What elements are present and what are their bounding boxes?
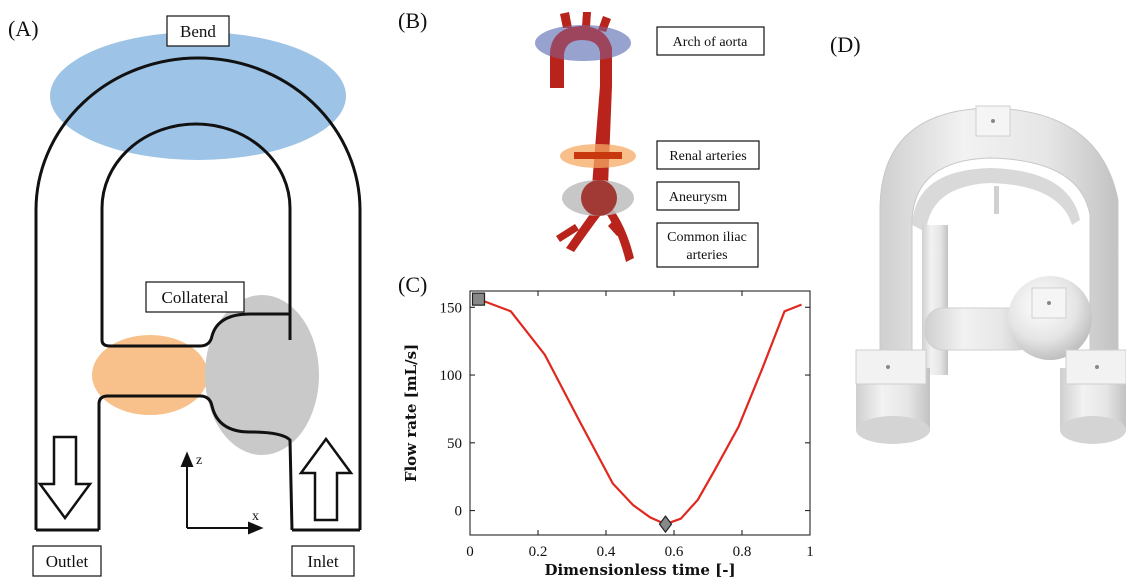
- renal-label-box: [656, 140, 760, 170]
- y-axis-title: Flow rate [mL/s]: [402, 344, 420, 482]
- aneurysm-sac: [581, 180, 617, 216]
- x-tick-labels: 0 0.2 0.4 0.6 0.8 1: [466, 544, 814, 560]
- x-tick-label: 0.6: [665, 544, 684, 560]
- arch-label-box: [656, 26, 765, 56]
- model-left-block-hole-icon: [886, 365, 890, 369]
- chart-markers: [471, 292, 673, 534]
- inlet-label-box: [291, 545, 355, 577]
- aorta-illustration: [535, 12, 636, 262]
- collateral-label-box: [145, 281, 245, 313]
- panel-label-c: (C): [398, 272, 427, 297]
- flow-rate-chart: 0 50 100 150 0 0.2 0.4 0.6 0.8 1 Dimensionless t…: [402, 290, 814, 579]
- y-tick-label: 50: [447, 436, 462, 452]
- iliac-label-line2: arteries: [686, 248, 727, 263]
- brachiocephalic-branch: [560, 12, 572, 28]
- x-tick-marks: [469, 291, 811, 535]
- plot-frame: [469, 290, 811, 536]
- panel-label-a: (A): [8, 16, 39, 41]
- bend-region: [50, 32, 346, 160]
- inlet-label: Inlet: [307, 552, 338, 571]
- x-tick-label: 0: [466, 544, 474, 560]
- max-flow-marker: [471, 292, 486, 306]
- model-strut: [994, 186, 999, 214]
- renal-arteries: [574, 152, 622, 159]
- model-top-block-hole-icon: [991, 119, 995, 123]
- phantom-outline: [34, 56, 362, 532]
- x-tick-label: 1: [806, 544, 814, 560]
- inflow-arrow-icon: [298, 436, 354, 522]
- outflow-arrow-icon: [37, 435, 93, 521]
- bend-label-box: [166, 15, 230, 47]
- right-internal-iliac: [608, 222, 622, 236]
- arch-region-overlay: [535, 25, 631, 61]
- flow-rate-series-line: [478, 298, 802, 526]
- iliac-label-line1: Common iliac: [667, 230, 747, 245]
- iliac-label-box: [656, 222, 759, 268]
- axis-z-label: z: [196, 453, 202, 468]
- inner-arch: [100, 122, 292, 340]
- right-iliac-artery: [605, 208, 634, 262]
- bend-label: Bend: [180, 22, 216, 41]
- y-tick-label: 100: [440, 368, 463, 384]
- x-axis-title: Dimensionless time [-]: [544, 561, 735, 579]
- y-tick-labels: 0 50 100 150: [440, 300, 463, 519]
- outlet-label-box: [32, 545, 102, 577]
- collateral-label: Collateral: [161, 288, 228, 307]
- y-tick-label: 150: [440, 300, 463, 316]
- carotid-branch: [582, 12, 591, 27]
- model-right-block-hole-icon: [1095, 365, 1099, 369]
- panel-label-b: (B): [398, 8, 427, 33]
- subclavian-branch: [598, 16, 611, 32]
- y-tick-label: 0: [455, 504, 463, 520]
- model-arch-inner: [912, 168, 1080, 232]
- collateral-upper-wall: [100, 312, 290, 348]
- aneurysm-label-box: [656, 181, 740, 211]
- model-left-block: [855, 349, 927, 385]
- aortic-arch: [550, 26, 612, 88]
- left-internal-iliac: [556, 224, 579, 242]
- descending-aorta: [592, 86, 612, 186]
- min-flow-marker: [658, 515, 673, 534]
- aneurysm-label: Aneurysm: [669, 190, 727, 205]
- renal-label: Renal arteries: [669, 149, 746, 164]
- outlet-label: Outlet: [46, 552, 89, 571]
- model-sphere-block-hole-icon: [1047, 301, 1051, 305]
- phantom-3d-model: [855, 105, 1126, 444]
- y-tick-marks: [470, 306, 810, 512]
- x-tick-label: 0.4: [597, 544, 616, 560]
- arch-label: Arch of aorta: [673, 35, 748, 50]
- outer-wall: [34, 56, 362, 530]
- coordinate-axes-icon: [180, 451, 264, 535]
- model-right-cylinder-end: [1060, 416, 1126, 444]
- axis-x-label: x: [252, 509, 259, 524]
- left-iliac-artery: [566, 210, 600, 252]
- collateral-lower-wall: [97, 394, 294, 531]
- panel-label-d: (D): [830, 32, 861, 57]
- model-left-cylinder-end: [856, 416, 930, 444]
- x-tick-label: 0.2: [529, 544, 548, 560]
- x-tick-label: 0.8: [733, 544, 752, 560]
